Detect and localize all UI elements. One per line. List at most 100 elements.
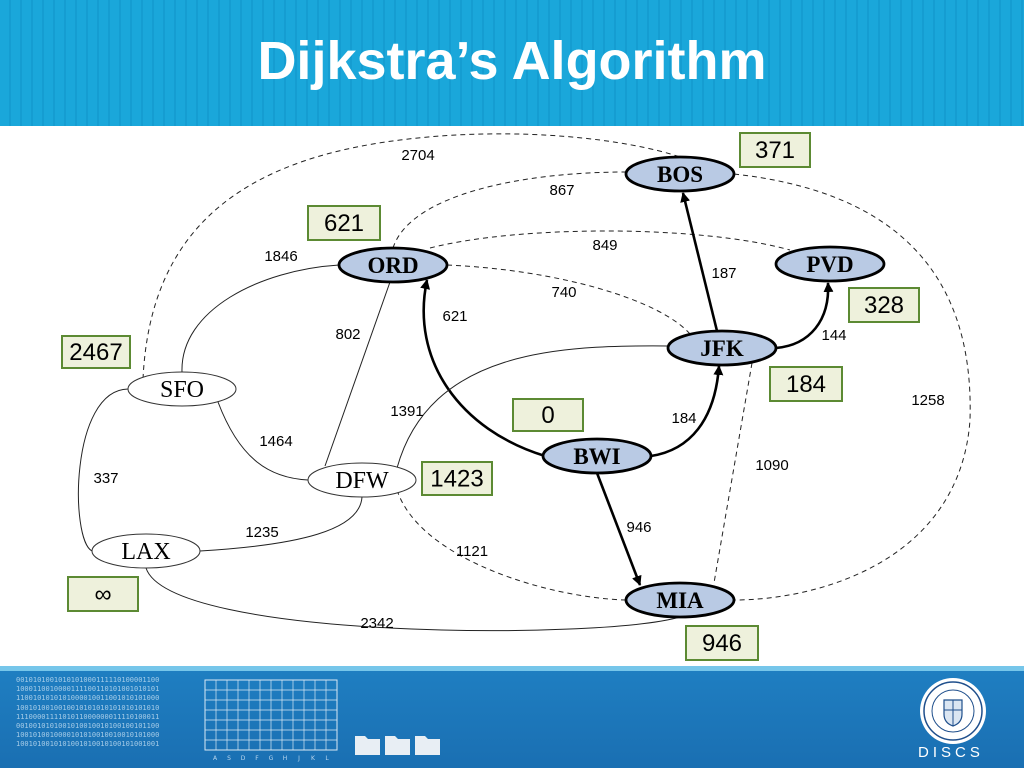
edge-bwi-ord	[420, 279, 546, 458]
edge-weight-label: 946	[626, 519, 651, 536]
node-jfk: JFK	[666, 329, 778, 367]
distance-box-ord: 621	[307, 205, 381, 241]
node-ellipse	[127, 371, 237, 407]
footer-chart-tick: H	[283, 755, 288, 762]
footer-chart-tick: A	[213, 755, 218, 762]
edge-weight-label: 187	[711, 265, 736, 282]
node-lax: LAX	[91, 533, 201, 569]
edge-weight-label: 2342	[360, 615, 393, 632]
distance-box-frame	[67, 576, 139, 612]
edge-weight-label: 1464	[259, 433, 292, 450]
edge-bos-mia	[733, 173, 971, 601]
edge-sfo-bos	[142, 133, 681, 380]
distance-box-bwi: 0	[512, 398, 584, 432]
distance-box-frame	[769, 366, 843, 402]
distance-box-bos: 371	[739, 132, 811, 168]
node-label: JFK	[700, 336, 744, 361]
node-pvd: PVD	[774, 245, 886, 283]
folder-icon	[385, 736, 410, 755]
footer-brand-text: DISCS	[918, 744, 984, 761]
distance-box-frame	[848, 287, 920, 323]
edge-weight-label: 1846	[264, 248, 297, 265]
distance-box-frame	[307, 205, 381, 241]
footer-chart-tick: S	[227, 755, 231, 762]
node-ellipse	[307, 462, 417, 498]
edge-dfw-ord	[324, 281, 391, 467]
edge-bwi-jfk	[650, 365, 724, 458]
edge-weight-label: 1391	[390, 403, 423, 420]
node-label: ORD	[367, 253, 418, 278]
edge-jfk-pvd	[775, 282, 834, 350]
edge-weight-label: 184	[671, 410, 696, 427]
edge-weight-label: 867	[549, 182, 574, 199]
distance-box-lax: ∞	[67, 576, 139, 612]
folder-icons	[355, 736, 440, 755]
edge-dfw-jfk	[396, 345, 669, 469]
node-label: BOS	[657, 162, 703, 187]
folder-icon	[355, 736, 380, 755]
node-bwi: BWI	[541, 437, 653, 475]
edge-lax-mia	[145, 567, 681, 632]
distance-value: 1423	[430, 466, 483, 493]
edge-ord-bos	[392, 171, 627, 249]
distance-value: 184	[786, 371, 826, 398]
node-bos: BOS	[624, 155, 736, 193]
edge-weight-label: 802	[335, 326, 360, 343]
footer-chart-tick: K	[311, 755, 316, 762]
slide-title: Dijkstra’s Algorithm	[257, 31, 767, 91]
node-ellipse	[337, 246, 449, 284]
distance-box-jfk: 184	[769, 366, 843, 402]
edge-weight-label: 849	[592, 237, 617, 254]
node-ellipse	[624, 581, 736, 619]
footer-chart-tick: L	[325, 755, 329, 762]
node-label: BWI	[573, 444, 620, 469]
slide-header: Dijkstra’s Algorithm	[0, 0, 1024, 126]
node-ellipse	[666, 329, 778, 367]
distance-value: 2467	[69, 339, 122, 366]
footer-accent-strip	[0, 666, 1024, 671]
node-ellipse	[541, 437, 653, 475]
distance-value: 621	[324, 210, 364, 237]
distance-box-sfo: 2467	[61, 335, 131, 369]
distance-value: 946	[702, 630, 742, 657]
distance-value: 328	[864, 292, 904, 319]
edge-weight-label: 144	[821, 327, 846, 344]
edge-weight-label: 1090	[755, 457, 788, 474]
edge-weight-label: 1258	[911, 392, 944, 409]
distance-box-frame	[739, 132, 811, 168]
node-ellipse	[774, 245, 886, 283]
edge-sfo-lax	[77, 388, 129, 552]
edge-weight-label: 621	[442, 308, 467, 325]
distance-box-frame	[61, 335, 131, 369]
university-seal-logo	[920, 678, 986, 744]
node-dfw: DFW	[307, 462, 417, 498]
node-label: DFW	[335, 468, 389, 494]
edge-jfk-mia	[713, 362, 753, 584]
node-label: PVD	[806, 252, 853, 277]
footer-chart-tick: F	[255, 755, 259, 762]
node-label: LAX	[121, 539, 170, 565]
distance-value: ∞	[94, 581, 111, 608]
edge-lax-dfw	[199, 496, 363, 552]
distance-value: 371	[755, 137, 795, 164]
edge-sfo-dfw	[217, 401, 309, 481]
edge-sfo-ord	[181, 264, 340, 373]
node-ord: ORD	[337, 246, 449, 284]
node-mia: MIA	[624, 581, 736, 619]
distance-value: 0	[541, 402, 554, 429]
edge-dfw-mia	[396, 489, 627, 601]
footer-chart-tick: J	[297, 755, 300, 762]
edge-weight-label: 1235	[245, 524, 278, 541]
distance-box-pvd: 328	[848, 287, 920, 323]
distance-box-dfw: 1423	[421, 461, 493, 496]
folder-icon	[415, 736, 440, 755]
node-ellipse	[624, 155, 736, 193]
distance-box-frame	[512, 398, 584, 432]
edge-weight-label: 1121	[456, 543, 488, 560]
node-label: MIA	[656, 588, 704, 613]
footer-chart-tick: D	[241, 755, 246, 762]
binary-pattern: 0010101001010101000111110100001100 10001…	[16, 676, 160, 749]
distance-box-mia: 946	[685, 625, 759, 661]
